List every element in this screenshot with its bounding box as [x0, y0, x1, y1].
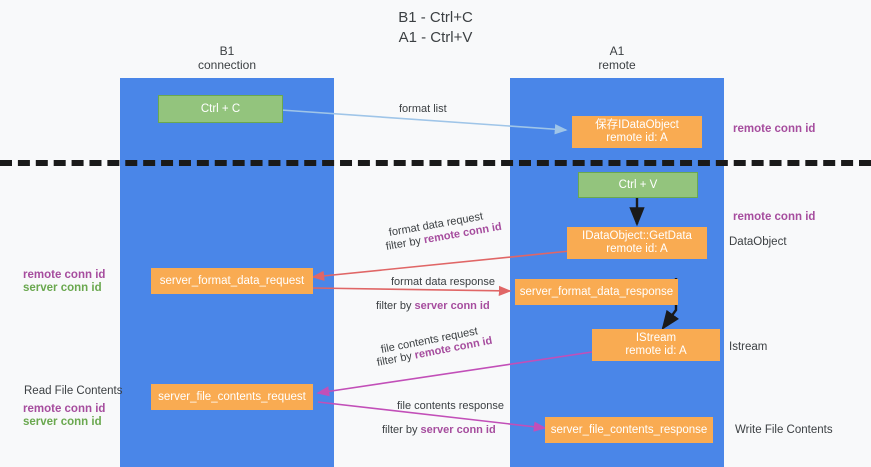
box-server-file-contents-request: server_file_contents_request: [151, 384, 313, 410]
label-dataobject: DataObject: [729, 236, 787, 248]
label-left-server-conn-id-2: server conn id: [23, 416, 102, 428]
edge-label-format-list: format list: [399, 103, 447, 115]
lane-heading-a1: A1 remote: [598, 44, 636, 72]
edge-label-file-contents-response: file contents response: [397, 400, 505, 412]
box-istream: IStream remote id: A: [592, 329, 720, 361]
edge-label-filter-server-1: filter by server conn id: [376, 299, 490, 313]
label-left-server-conn-id: server conn id: [23, 282, 102, 294]
label-remote-conn-id-top: remote conn id: [733, 123, 816, 135]
label-left-remote-conn-id-2: remote conn id: [23, 403, 106, 415]
box-server-format-data-response: server_format_data_response: [515, 279, 678, 305]
label-left-remote-conn-id: remote conn id: [23, 269, 106, 281]
label-read-file-contents: Read File Contents: [24, 385, 123, 397]
box-ctrl-c: Ctrl + C: [158, 95, 283, 123]
label-write-file-contents: Write File Contents: [735, 424, 833, 436]
box-idataobject-getdata: IDataObject::GetData remote id: A: [567, 227, 707, 259]
edge-label-format-data-response: format data response: [391, 276, 495, 288]
phase-divider: [0, 160, 871, 166]
box-server-format-data-request: server_format_data_request: [151, 268, 313, 294]
lane-heading-b1: B1 connection: [197, 44, 257, 72]
label-remote-conn-id-mid: remote conn id: [733, 211, 816, 223]
filter-by-text-2: filter by: [376, 300, 415, 312]
diagram-title: B1 - Ctrl+C A1 - Ctrl+V: [398, 9, 473, 46]
edge-label-filter-server-2: filter by server conn id: [382, 423, 496, 437]
box-server-file-contents-response: server_file_contents_response: [545, 417, 713, 443]
filter-by-text-4: filter by: [382, 424, 421, 436]
label-istream: Istream: [729, 341, 768, 353]
server-conn-id-text-2: server conn id: [420, 424, 496, 436]
box-idataobject: 保存IDataObject remote id: A: [572, 116, 702, 148]
box-ctrl-v: Ctrl + V: [578, 172, 698, 198]
server-conn-id-text: server conn id: [414, 300, 490, 312]
